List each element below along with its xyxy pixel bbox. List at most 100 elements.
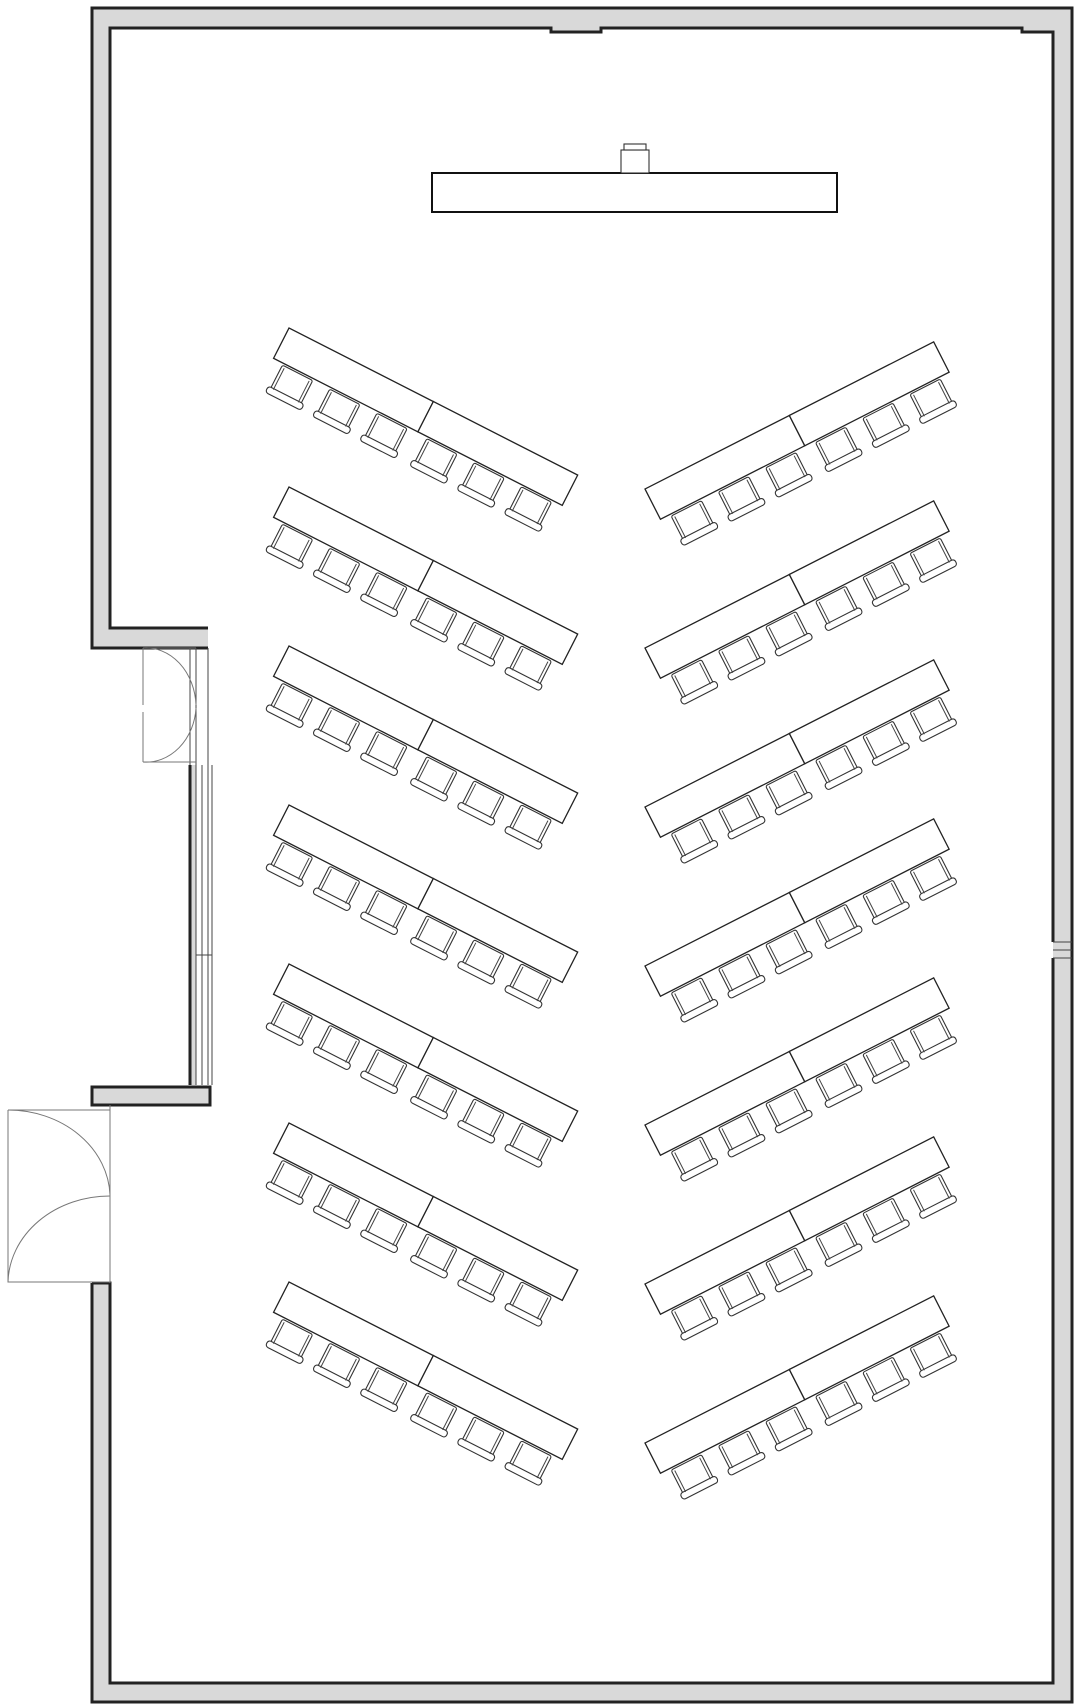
chair-arm [320,1346,332,1368]
table [417,400,579,507]
chair [815,745,863,790]
chair-back [457,1120,496,1144]
chair-arm [674,1152,687,1175]
left-row [265,1122,579,1327]
chair-arm [865,1213,878,1236]
table-with-chairs [410,718,579,850]
table [417,1036,579,1143]
chair-back [504,667,543,691]
chair-back [727,656,766,681]
chair-arm [536,1138,549,1161]
chair-arm [417,918,430,941]
chair-back [680,1476,719,1500]
chair-arm [938,1176,950,1199]
chair [360,572,408,618]
chair-back [410,1414,448,1438]
chair [360,1367,408,1413]
chair-back [360,752,399,777]
table [788,500,950,606]
right-row [644,341,957,546]
chair-arm [511,966,524,989]
chair-back [410,1255,448,1279]
chair [718,635,766,681]
chair-arm [464,465,477,488]
chair [312,1343,360,1388]
chair-back [680,1317,719,1341]
seating-layout [265,327,957,1500]
table-with-chairs [265,1122,435,1254]
chair-arm [674,1470,687,1493]
chair-arm [464,1260,477,1283]
chair-back [360,1229,399,1254]
chair-arm [417,1077,430,1100]
chair [815,904,863,949]
chair-arm [746,1433,759,1456]
chair-arm [699,1298,712,1321]
chair-arm [320,1187,332,1209]
table-with-chairs [644,573,813,705]
chair-back [919,400,957,424]
table-with-chairs [644,1368,813,1500]
chair-arm [442,1249,454,1272]
chair-arm [442,772,454,795]
chair [718,794,766,840]
chair-arm [674,675,687,698]
chair-arm [489,478,502,501]
west-entrance [7,647,213,1283]
chair [910,538,957,583]
wall-outline-inner [108,26,1055,942]
chair-back [504,826,543,850]
table [417,877,579,984]
chair-arm [392,587,405,610]
chair-back [410,937,448,961]
chair-arm [464,1101,477,1124]
upper-door-swing [142,647,197,763]
right-row [644,818,957,1023]
chair [312,548,360,593]
chair-back [680,999,719,1023]
chair-back [265,1181,304,1205]
chair-back [774,1427,813,1452]
table-with-chairs [788,659,957,790]
table-with-chairs [410,877,579,1009]
chair-arm [442,1408,454,1431]
chair [718,476,766,522]
chair-arm [721,492,734,515]
chair [765,1406,813,1452]
wall-outline-inner-lower [92,958,1055,1685]
chair [815,427,863,472]
chair-arm [818,760,831,783]
chair-back [312,728,351,752]
chair-arm [721,1128,734,1151]
chair-arm [721,651,734,674]
chair-arm [699,662,712,685]
chair-arm [890,564,903,587]
chair-arm [746,479,759,502]
chair-arm [721,1446,734,1469]
chair [765,929,813,975]
chair [457,1257,505,1303]
chair-back [360,434,399,459]
chair-arm [297,539,310,562]
chair-arm [793,455,806,478]
chair-arm [913,1189,925,1212]
chair-back [824,1402,863,1426]
chair-back [457,802,496,826]
table-with-chairs [410,1354,579,1486]
chair-back [312,569,351,593]
chair-arm [345,881,357,904]
chair-arm [721,969,734,992]
chair-arm [464,783,477,806]
chair [312,707,360,752]
chair-arm [938,1017,950,1040]
outer-walls [90,6,1074,1704]
chair-back [312,1046,351,1070]
chair-arm [890,723,903,746]
chair [765,1088,813,1134]
chair [765,452,813,498]
chair-arm [297,1016,310,1039]
chair-arm [721,1287,734,1310]
chair-arm [272,1003,285,1026]
chair-arm [865,1372,878,1395]
chair-arm [464,942,477,965]
